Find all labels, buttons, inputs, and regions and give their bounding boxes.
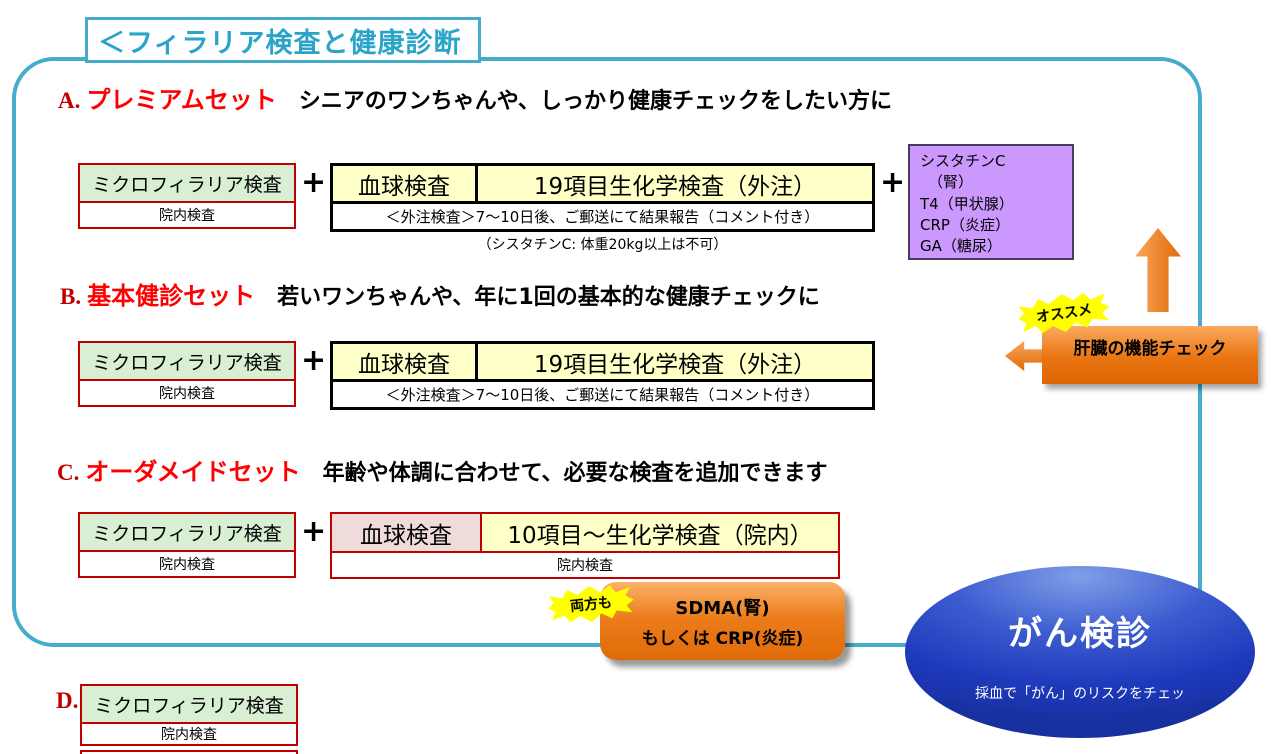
section-b-letter: B. xyxy=(60,284,82,309)
plus-sign: + xyxy=(301,165,327,200)
cystatin-addon-panel: シスタチンC （腎） T4（甲状腺） CRP（炎症） GA（糖尿） xyxy=(908,144,1074,260)
blood-test-cell: 血球検査 xyxy=(330,163,478,204)
in-house-label: 院内検査 xyxy=(78,552,296,578)
cystatin-panel-line: CRP（炎症） xyxy=(920,215,1010,234)
blood-test-cell: 血球検査 xyxy=(330,341,478,382)
section-b-title: 基本健診セット xyxy=(87,282,256,310)
crp-alt-label: もしくは CRP(炎症) xyxy=(641,628,804,649)
filaria-box-a: ミクロフィラリア検査 院内検査 xyxy=(78,163,296,229)
cancer-title: がん検診 xyxy=(1008,614,1152,654)
blood-test-cell: 血球検査 xyxy=(330,512,482,553)
filaria-test-label: ミクロフィラリア検査 xyxy=(78,341,296,381)
biochem-test-cell: 10項目～生化学検査（院内） xyxy=(482,512,840,553)
liver-check-panel: 肝臓の機能チェック xyxy=(1042,326,1258,384)
section-c-title: オーダメイドセット xyxy=(85,458,301,486)
plus-sign: + xyxy=(301,343,327,378)
section-a-header: A. プレミアムセット シニアのワンちゃんや、しっかり健康チェックをしたい方に xyxy=(58,80,892,115)
in-house-note: 院内検査 xyxy=(330,553,840,579)
sdma-label: SDMA(腎) xyxy=(675,597,770,619)
filaria-test-label: ミクロフィラリア検査 xyxy=(78,512,296,552)
outsource-note: ＜外注検査＞7～10日後、ご郵送にて結果報告（コメント付き） xyxy=(330,382,875,410)
section-d-letter: D. xyxy=(56,688,79,713)
weight-limit-note: （シスタチンC: 体重20kg以上は不可） xyxy=(477,237,728,253)
cancer-subtitle: 採血で「がん」のリスクをチェッ xyxy=(975,686,1185,702)
cystatin-panel-line: シスタチンC xyxy=(920,152,1006,170)
section-c-letter: C. xyxy=(57,460,80,485)
recommend-badge-label: オススメ xyxy=(1035,302,1093,326)
in-house-label: 院内検査 xyxy=(80,724,298,746)
section-c-header: C. オーダメイドセット 年齢や体調に合わせて、必要な検査を追加できます xyxy=(57,452,828,487)
plus-sign: + xyxy=(880,165,906,200)
outsource-note: ＜外注検査＞7～10日後、ご郵送にて結果報告（コメント付き） xyxy=(330,204,875,232)
cancer-screening-oval: がん検診 採血で「がん」のリスクをチェッ xyxy=(905,566,1255,738)
both-badge-label: 両方も xyxy=(569,594,613,616)
section-a-letter: A. xyxy=(58,88,81,113)
page-title: ＜フィラリア検査と健康診断 xyxy=(98,27,462,59)
filaria-box-b: ミクロフィラリア検査 院内検査 xyxy=(78,341,296,407)
cystatin-panel-line: T4（甲状腺） xyxy=(920,194,1014,213)
filaria-box-d: ミクロフィラリア検査 院内検査 xyxy=(80,684,298,746)
section-a-title: プレミアムセット xyxy=(86,86,277,114)
cystatin-panel-line: （腎） xyxy=(928,173,974,192)
page-title-box: ＜フィラリア検査と健康診断 xyxy=(85,17,481,63)
test-table-a: 血球検査 19項目生化学検査（外注） ＜外注検査＞7～10日後、ご郵送にて結果報… xyxy=(330,163,875,232)
section-b-header: B. 基本健診セット 若いワンちゃんや、年に1回の基本的な健康チェックに xyxy=(60,276,820,311)
partial-box xyxy=(80,750,298,754)
filaria-box-c: ミクロフィラリア検査 院内検査 xyxy=(78,512,296,578)
biochem-test-cell: 19項目生化学検査（外注） xyxy=(478,341,875,382)
cystatin-panel-line: GA（糖尿） xyxy=(920,237,1002,256)
liver-check-label: 肝臓の機能チェック xyxy=(1073,339,1227,359)
test-table-c: 血球検査 10項目～生化学検査（院内） 院内検査 xyxy=(330,512,840,579)
sdma-addon-panel: SDMA(腎) もしくは CRP(炎症) xyxy=(600,582,845,660)
filaria-test-label: ミクロフィラリア検査 xyxy=(78,163,296,203)
plus-sign: + xyxy=(301,514,327,549)
section-a-subtitle: シニアのワンちゃんや、しっかり健康チェックをしたい方に xyxy=(298,89,893,114)
section-b-subtitle: 若いワンちゃんや、年に1回の基本的な健康チェックに xyxy=(277,285,820,310)
filaria-test-label: ミクロフィラリア検査 xyxy=(80,684,298,724)
biochem-test-cell: 19項目生化学検査（外注） xyxy=(478,163,875,204)
section-c-subtitle: 年齢や体調に合わせて、必要な検査を追加できます xyxy=(322,461,828,486)
in-house-label: 院内検査 xyxy=(78,381,296,407)
test-table-b: 血球検査 19項目生化学検査（外注） ＜外注検査＞7～10日後、ご郵送にて結果報… xyxy=(330,341,875,410)
in-house-label: 院内検査 xyxy=(78,203,296,229)
